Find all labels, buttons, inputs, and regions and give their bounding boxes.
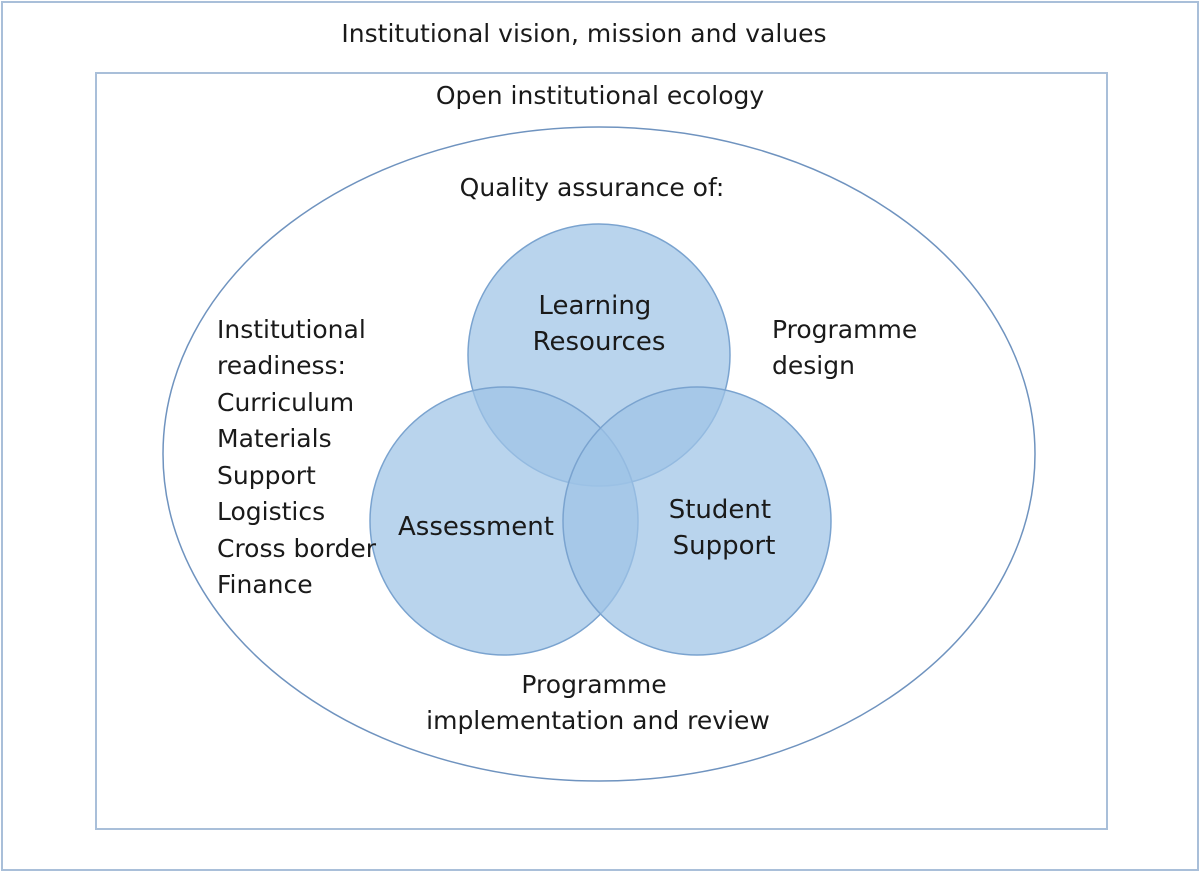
readiness-heading-line-2: readiness: [217, 351, 346, 380]
assessment-label: Assessment [398, 512, 554, 542]
readiness-item: Logistics [217, 497, 325, 526]
readiness-item: Support [217, 461, 316, 490]
programme-design-label: Programme design [772, 315, 925, 380]
programme-design-line-2: design [772, 351, 855, 380]
readiness-heading-line-1: Institutional [217, 315, 366, 344]
readiness-item: Cross border [217, 534, 377, 563]
outer-frame-title: Institutional vision, mission and values [341, 19, 826, 48]
readiness-item: Finance [217, 570, 313, 599]
student-support-label: Student Support [669, 495, 780, 561]
programme-implementation-line-1: Programme [521, 670, 666, 699]
readiness-item: Curriculum [217, 388, 354, 417]
ecology-ellipse [162, 126, 1036, 782]
student-support-circle [562, 386, 832, 656]
venn-diagram [369, 223, 832, 656]
readiness-item: Materials [217, 424, 332, 453]
learning-resources-line-2: Resources [533, 327, 666, 357]
learning-resources-label: Learning Resources [533, 291, 666, 357]
learning-resources-line-1: Learning [538, 291, 651, 321]
inner-frame-title: Open institutional ecology [436, 81, 765, 110]
institutional-readiness-list: Institutional readiness: Curriculum Mate… [217, 315, 384, 599]
student-support-line-1: Student [669, 495, 771, 525]
programme-design-line-1: Programme [772, 315, 917, 344]
student-support-line-2: Support [673, 531, 776, 561]
programme-implementation-line-2: implementation and review [426, 706, 770, 735]
quality-assurance-heading: Quality assurance of: [460, 173, 725, 202]
programme-implementation-label: Programme implementation and review [426, 670, 770, 735]
